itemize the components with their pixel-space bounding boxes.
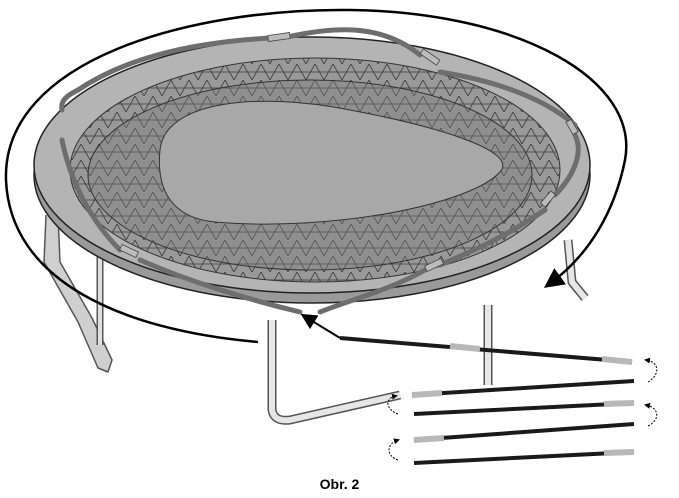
leg-front-inner [269,320,401,424]
rotate-arrow-icon [644,402,658,427]
net-poles [339,336,635,465]
figure-caption: Obr. 2 [319,476,360,492]
trampoline-legs [43,214,589,425]
pole-5 [413,450,635,465]
sleeve-joints [119,32,579,273]
pole-1 [339,336,633,364]
pole-3 [413,401,635,416]
mat-center [158,100,504,225]
assembly-arrow-icon [300,313,341,339]
rotation-arc-icon [4,8,628,344]
rotate-arrow-icon [644,357,658,383]
enclosure-sleeves [59,27,581,315]
rotate-arrow-icons [387,357,658,461]
leg-right-inner [565,239,588,300]
leg-left [43,214,113,373]
rotate-arrow-icon [387,393,399,415]
trampoline-mat [69,57,561,283]
pole-2 [411,379,635,397]
pole-4 [413,422,635,442]
rotate-arrow-icon [388,438,400,461]
